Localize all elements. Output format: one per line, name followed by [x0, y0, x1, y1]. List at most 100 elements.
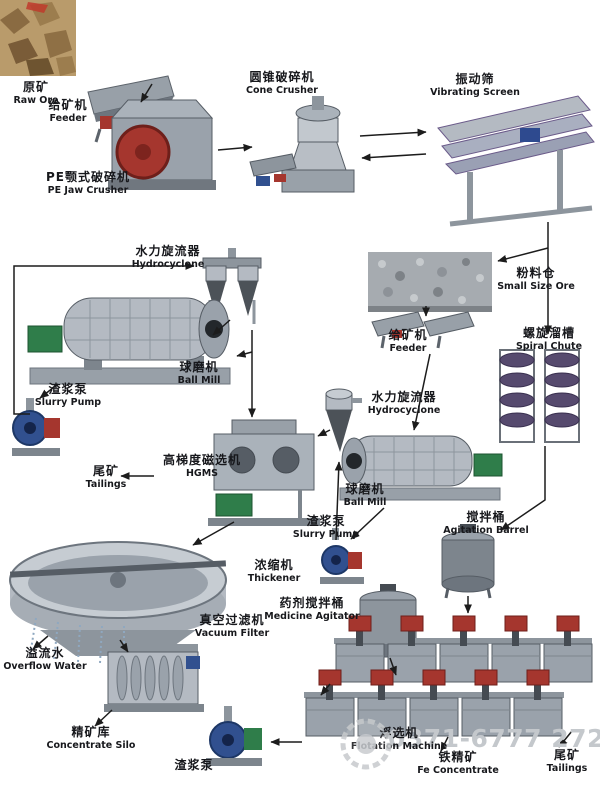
label-ball-mill-2: 球磨机 Ball Mill — [330, 482, 400, 509]
label-jaw-crusher: PE颚式破碎机 PE Jaw Crusher — [28, 170, 148, 197]
thickener-zh: 浓缩机 — [254, 558, 294, 572]
thickener-bridge — [9, 560, 227, 578]
feeder-2-zh: 给矿机 — [388, 328, 428, 342]
label-concentrate-silo: 精矿库 Concentrate Silo — [36, 725, 146, 752]
hydrocyclone-2-en: Hydrocyclone — [367, 405, 441, 416]
cone-crusher-en: Cone Crusher — [246, 85, 318, 96]
concentrate-silo-en: Concentrate Silo — [46, 740, 136, 751]
jaw-crusher-en: PE Jaw Crusher — [47, 185, 129, 196]
hydrocyclone-1-illustration — [202, 248, 262, 324]
ball-mill-2-en: Ball Mill — [343, 497, 387, 508]
feeder-1-en: Feeder — [49, 113, 87, 124]
label-small-size-ore: 粉料仓 Small Size Ore — [486, 266, 586, 293]
hydrocyclone-1-zh: 水力旋流器 — [135, 244, 201, 258]
flotation-bank-2-illustration — [304, 669, 564, 737]
flotation-machine-en: Flotation Machine — [350, 741, 448, 752]
spiral-chute-illustration — [499, 349, 580, 443]
label-tailings-1: 尾矿 Tailings — [74, 464, 138, 491]
slurry-pump-1-en: Slurry Pump — [34, 397, 102, 408]
watermark-gear-logo — [340, 718, 392, 770]
spiral-chute-en: Spiral Chute — [515, 341, 583, 352]
small-size-ore-en: Small Size Ore — [497, 281, 575, 292]
concentrate-silo-zh: 精矿库 — [71, 725, 111, 739]
label-medicine-agitator: 药剂搅拌桶 Medicine Agitator — [262, 596, 362, 623]
tailings-2-en: Tailings — [546, 763, 588, 774]
cone-crusher-illustration — [249, 96, 355, 193]
label-hydrocyclone-2: 水力旋流器 Hydrocyclone — [358, 390, 450, 417]
ball-mill-2-zh: 球磨机 — [345, 482, 385, 496]
label-hydrocyclone-1: 水力旋流器 Hydrocyclone — [122, 244, 214, 271]
overflow-water-en: Overflow Water — [3, 661, 87, 672]
small-size-ore-image — [368, 252, 492, 312]
ball-mill-2-illustration — [339, 435, 503, 501]
vibrating-screen-zh: 振动筛 — [455, 72, 495, 86]
label-agitation-barrel: 搅拌桶 Agitation Barrel — [434, 510, 538, 537]
label-ball-mill-1: 球磨机 Ball Mill — [164, 360, 234, 387]
overflow-water-zh: 溢流水 — [25, 646, 65, 660]
spiral-chute-zh: 螺旋溜槽 — [522, 326, 575, 340]
label-slurry-pump-3: 渣浆泵 — [164, 758, 224, 773]
slurry-pump-2-zh: 渣浆泵 — [306, 514, 346, 528]
label-feeder-2: 给矿机 Feeder — [376, 328, 440, 355]
agitation-barrel-illustration — [441, 524, 495, 599]
label-cone-crusher: 圆锥破碎机 Cone Crusher — [232, 70, 332, 97]
slurry-pump-1-zh: 渣浆泵 — [48, 382, 88, 396]
fe-concentrate-zh: 铁精矿 — [438, 750, 478, 764]
vacuum-filter-illustration — [104, 644, 204, 712]
label-thickener: 浓缩机 Thickener — [234, 558, 314, 585]
hgms-illustration — [208, 419, 320, 526]
tailings-1-zh: 尾矿 — [92, 464, 119, 478]
label-spiral-chute: 螺旋溜槽 Spiral Chute — [504, 326, 594, 353]
label-raw-ore: 原矿 Raw Ore — [0, 80, 72, 107]
vibrating-screen-illustration — [437, 95, 595, 227]
raw-ore-image — [0, 0, 76, 76]
label-slurry-pump-1: 渣浆泵 Slurry Pump — [26, 382, 110, 409]
raw-ore-en: Raw Ore — [13, 95, 59, 106]
cone-crusher-zh: 圆锥破碎机 — [249, 70, 315, 84]
hydrocyclone-1-en: Hydrocyclone — [131, 259, 205, 270]
screen-motor — [520, 128, 540, 142]
thickener-en: Thickener — [247, 573, 301, 584]
hgms-zh: 高梯度磁选机 — [162, 453, 241, 467]
thickener-illustration — [9, 541, 227, 664]
label-feeder-1: 给矿机 Feeder — [36, 98, 100, 125]
feeder-2-illustration — [371, 311, 475, 349]
vacuum-filter-zh: 真空过滤机 — [199, 613, 265, 627]
logo-fragment — [26, 2, 48, 13]
label-hgms: 高梯度磁选机 HGMS — [150, 453, 254, 480]
tailings-1-en: Tailings — [85, 479, 127, 490]
hgms-motor — [215, 493, 253, 517]
label-tailings-2: 尾矿 Tailings — [538, 748, 596, 775]
agitation-barrel-en: Agitation Barrel — [443, 525, 529, 536]
mill2-motor — [473, 453, 503, 477]
vacuum-filter-en: Vacuum Filter — [194, 628, 270, 639]
label-slurry-pump-2: 渣浆泵 Slurry Pump — [284, 514, 368, 541]
label-vacuum-filter: 真空过滤机 Vacuum Filter — [184, 613, 280, 640]
fe-concentrate-en: Fe Concentrate — [417, 765, 499, 776]
hydrocyclone-2-illustration — [325, 388, 362, 452]
ball-mill-1-zh: 球磨机 — [179, 360, 219, 374]
feeder-2-en: Feeder — [389, 343, 427, 354]
medicine-agitator-zh: 药剂搅拌桶 — [279, 596, 345, 610]
slurry-pump-2-en: Slurry Pump — [292, 529, 360, 540]
jaw-crusher-illustration — [108, 99, 216, 190]
slurry-pump-3-zh: 渣浆泵 — [174, 758, 214, 772]
label-vibrating-screen: 振动筛 Vibrating Screen — [415, 72, 535, 99]
hydrocyclone-2-zh: 水力旋流器 — [371, 390, 437, 404]
small-size-ore-zh: 粉料仓 — [516, 266, 556, 280]
vibrating-screen-en: Vibrating Screen — [430, 87, 520, 98]
flotation-bank-1-illustration — [334, 615, 593, 683]
jaw-crusher-zh: PE颚式破碎机 — [46, 170, 130, 184]
cone-feeder — [249, 153, 297, 177]
slurry-pump-3-illustration — [206, 706, 262, 766]
ball-mill-1-en: Ball Mill — [177, 375, 221, 386]
feeder-1-zh: 给矿机 — [48, 98, 88, 112]
medicine-agitator-en: Medicine Agitator — [264, 611, 360, 622]
label-fe-concentrate: 铁精矿 Fe Concentrate — [410, 750, 506, 777]
flow-arrows — [13, 83, 573, 752]
hgms-en: HGMS — [185, 468, 219, 479]
mill1-motor — [27, 325, 63, 353]
agitation-barrel-zh: 搅拌桶 — [466, 510, 506, 524]
